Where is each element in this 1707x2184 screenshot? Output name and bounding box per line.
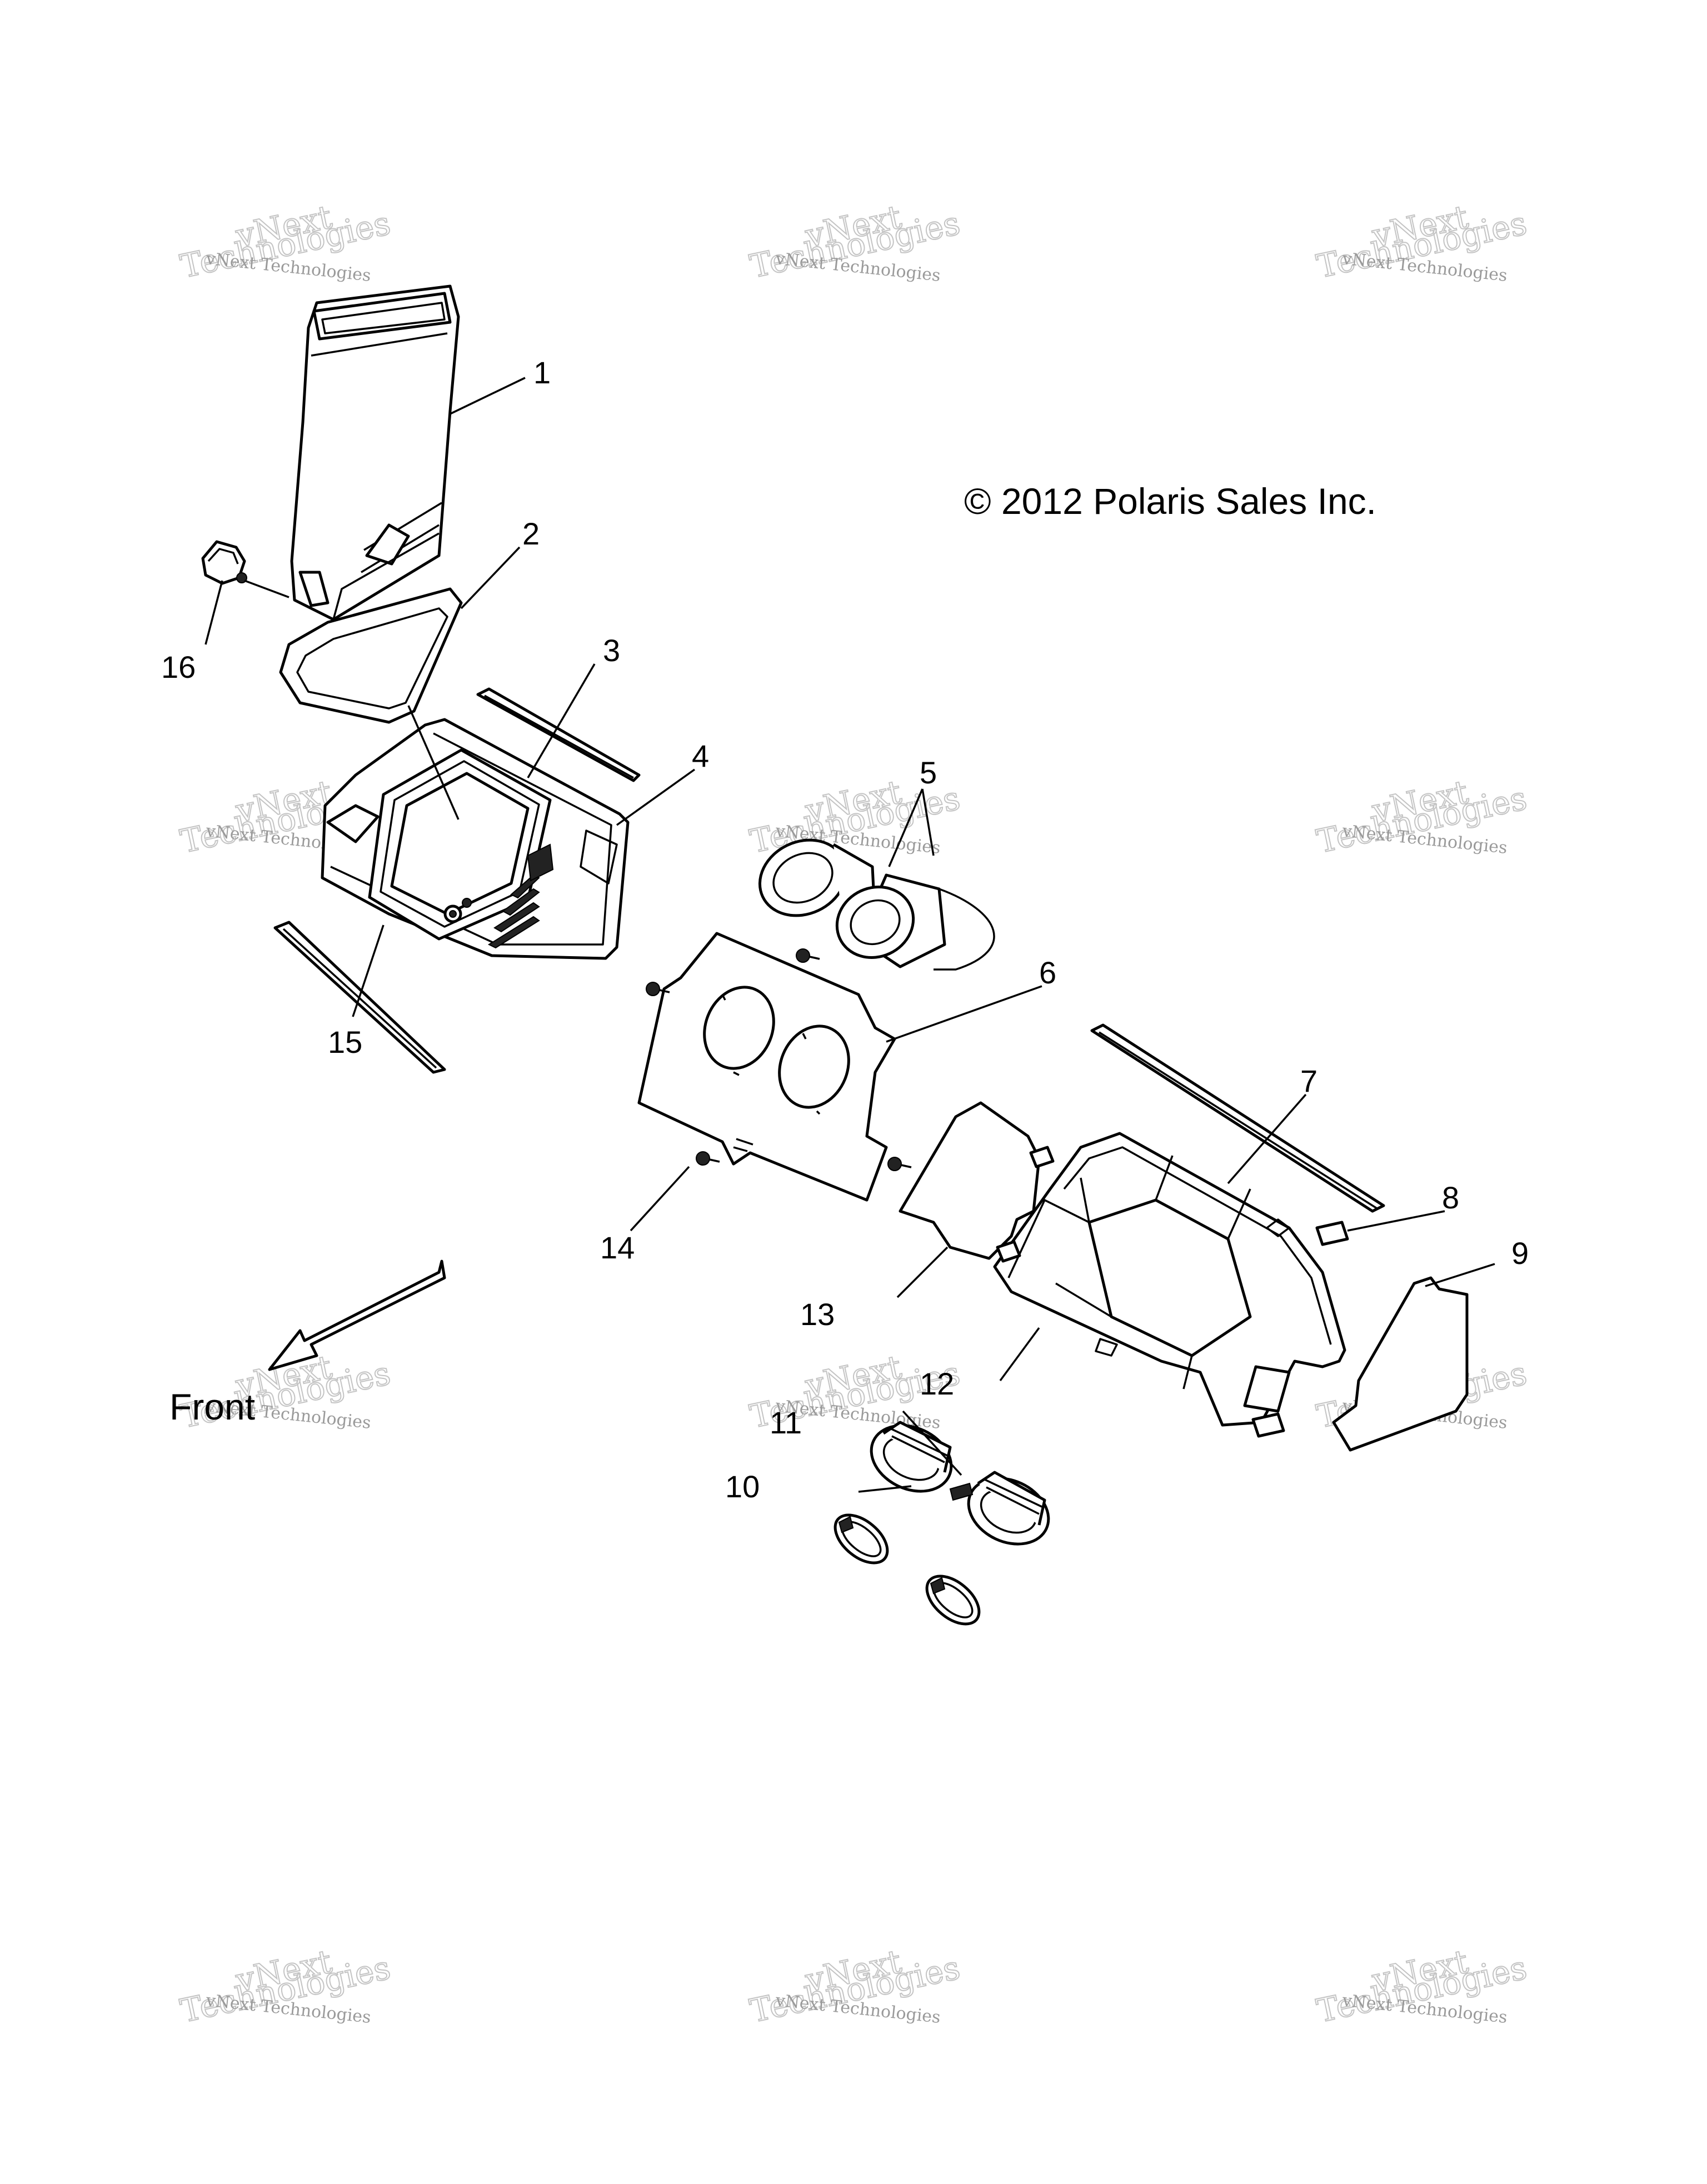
part-1-air-intake-duct bbox=[290, 284, 460, 621]
callout-15: 15 bbox=[328, 1024, 362, 1059]
watermark-bottom-right: Technologies vNext vNext Technologies bbox=[1313, 1942, 1531, 2031]
watermark-top-right: Technologies vNext vNext Technologies bbox=[1313, 197, 1531, 286]
part-11-throttle-boots bbox=[870, 1421, 1050, 1546]
part-10-hose-clamps bbox=[833, 1513, 981, 1626]
callout-8: 8 bbox=[1442, 1180, 1459, 1215]
part-2-duct-seal bbox=[279, 587, 463, 724]
callout-13: 13 bbox=[800, 1297, 835, 1332]
callout-1: 1 bbox=[533, 355, 551, 390]
watermark-bottom-center: Technologies vNext vNext Technologies bbox=[746, 1942, 964, 2031]
watermark-bottom-left: Technologies vNext vNext Technologies bbox=[177, 1942, 395, 2031]
part-16-hose-fitting bbox=[201, 540, 247, 585]
front-label: Front bbox=[169, 1386, 255, 1427]
watermark-top-center: Technologies vNext vNext Technologies bbox=[746, 197, 964, 286]
airbox-cover-ribs bbox=[487, 843, 554, 949]
watermark-mid-right: Technologies vNext vNext Technologies bbox=[1313, 772, 1531, 861]
callout-12: 12 bbox=[920, 1366, 954, 1401]
callout-4: 4 bbox=[692, 738, 709, 773]
callout-3: 3 bbox=[603, 633, 620, 668]
callout-11: 11 bbox=[770, 1405, 802, 1440]
callout-7: 7 bbox=[1300, 1063, 1317, 1098]
callout-2: 2 bbox=[522, 516, 540, 551]
copyright-notice: © 2012 Polaris Sales Inc. bbox=[964, 481, 1376, 522]
part-14-screws bbox=[646, 948, 912, 1171]
part-12-airbox-base bbox=[993, 1132, 1346, 1427]
callout-14: 14 bbox=[600, 1230, 635, 1265]
part-9-side-seal-right bbox=[1332, 1276, 1469, 1452]
callout-10: 10 bbox=[725, 1469, 760, 1504]
callout-9: 9 bbox=[1511, 1236, 1529, 1271]
callout-6: 6 bbox=[1039, 955, 1056, 990]
callout-16: 16 bbox=[161, 649, 196, 684]
part-6-mounting-plate bbox=[637, 932, 896, 1202]
leader-lines bbox=[204, 377, 1495, 1493]
callout-labels: 1 2 3 4 5 6 7 8 9 10 11 12 13 14 15 16 bbox=[161, 355, 1529, 1504]
part-13-side-seal-left bbox=[899, 1101, 1041, 1260]
part-5-intake-boots bbox=[758, 838, 995, 971]
part-3-filter-screen bbox=[476, 687, 641, 782]
front-direction-arrow bbox=[268, 1260, 446, 1371]
callout-5: 5 bbox=[920, 755, 937, 790]
part-7-filter-element bbox=[1090, 1023, 1385, 1213]
part-8-retaining-clips bbox=[996, 1146, 1349, 1438]
part-4-airbox-cover bbox=[321, 718, 630, 960]
watermark-top-left: Technologies vNext vNext Technologies bbox=[177, 197, 395, 286]
